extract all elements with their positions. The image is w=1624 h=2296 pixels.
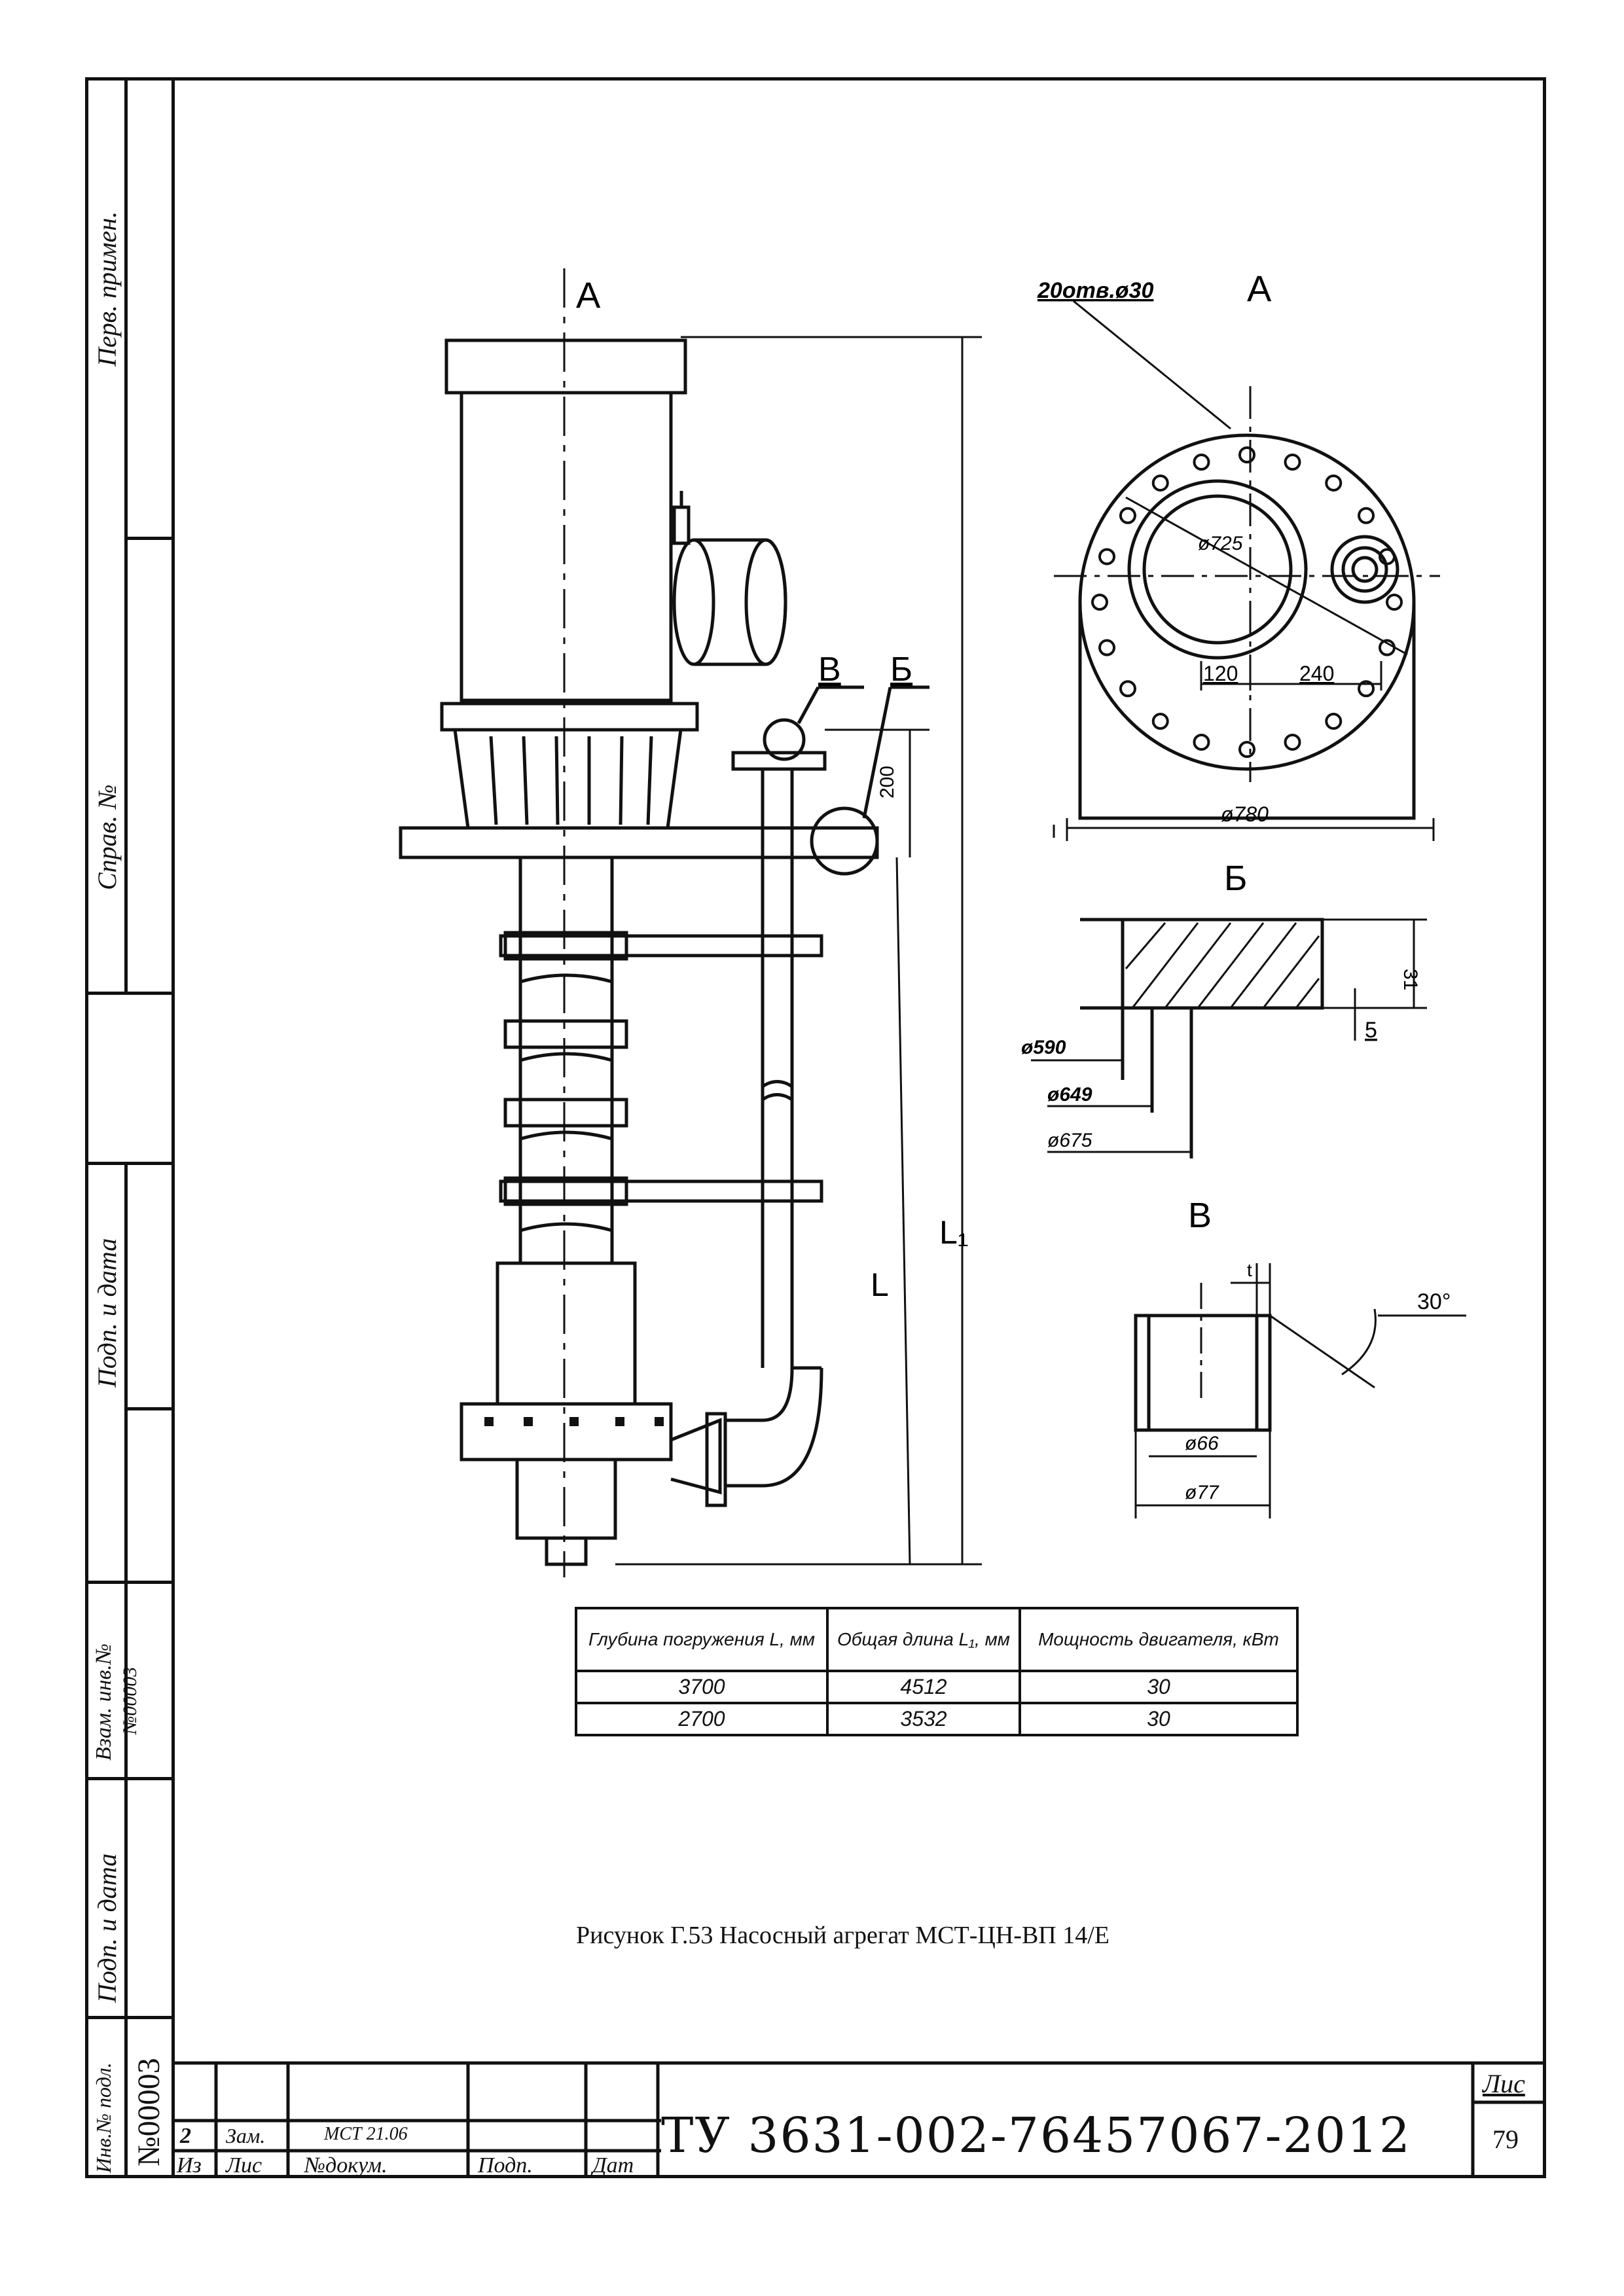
bolt-hole (1358, 507, 1375, 524)
dim-L1: L₁ (939, 1214, 969, 1251)
table-cell: 2700 (575, 1702, 829, 1736)
dia-725: ø725 (1198, 533, 1243, 554)
strip-divider-top (124, 77, 128, 994)
bolt-hole (1386, 594, 1403, 611)
dim-t: t (1247, 1260, 1252, 1280)
view-a-label-detail: A (1247, 268, 1272, 309)
angle-30: 30° (1417, 1289, 1451, 1314)
bolt-hole (1284, 454, 1301, 471)
bolt-hole (1378, 548, 1396, 565)
detail-v-label: В (1188, 1196, 1212, 1235)
bolt-hole (1098, 639, 1116, 656)
bolt-hole (1151, 474, 1169, 492)
bolt-hole (1119, 680, 1136, 698)
detail-b-label: Б (1224, 859, 1247, 898)
bolt-hole (1358, 680, 1375, 698)
table-cell: 30 (1019, 1702, 1299, 1736)
drawing-frame (171, 77, 1546, 2178)
strip-line (124, 537, 171, 540)
bolt-hole (1238, 741, 1255, 758)
table-cell: 30 (1019, 1670, 1299, 1704)
bolt-hole (1325, 713, 1343, 730)
dia-675: ø675 (1047, 1130, 1092, 1151)
flange-bolt-holes (1091, 446, 1403, 758)
strip-line (85, 1777, 171, 1780)
strip-break (85, 992, 171, 995)
header-length: Общая длина L₁, мм (826, 1607, 1021, 1672)
rev-doc: МСТ 21.06 (324, 2124, 408, 2144)
dia-77: ø77 (1185, 1482, 1219, 1503)
sheet-number: 79 (1492, 2125, 1519, 2154)
bolt-hole (1284, 733, 1301, 751)
table-cell: 3532 (826, 1702, 1021, 1736)
bolt-hole (1119, 507, 1136, 524)
header-depth: Глубина погружения L, мм (575, 1607, 829, 1672)
strip-line (85, 1581, 171, 1584)
table-header-row: Глубина погружения L, мм Общая длина L₁,… (575, 1607, 1299, 1672)
col-dat: Дат (592, 2153, 634, 2178)
callout-b: Б (890, 651, 912, 689)
dim-240: 240 (1299, 662, 1334, 685)
sheet-label: Лис (1483, 2069, 1525, 2098)
table-row: 2700 3532 30 (575, 1702, 1299, 1736)
bolt-hole (1193, 733, 1210, 751)
dia-649: ø649 (1047, 1084, 1092, 1105)
bolt-hole (1325, 474, 1343, 492)
col-lis: Лис (226, 2153, 262, 2178)
dim-L: L (871, 1266, 889, 1303)
table-cell: 4512 (826, 1670, 1021, 1704)
view-a-label-main: A (576, 274, 601, 315)
left-stamp-strip (85, 77, 171, 2178)
strip-line (85, 1162, 171, 1165)
figure-caption: Рисунок Г.53 Насосный агрегат МСТ-ЦН-ВП … (576, 1922, 1110, 1949)
col-podp: Подп. (478, 2153, 533, 2178)
callout-v: В (818, 651, 841, 689)
strip-line (85, 2016, 171, 2019)
bolt-hole (1151, 713, 1169, 730)
rev-type: Зам. (226, 2124, 266, 2147)
header-power: Мощность двигателя, кВт (1019, 1607, 1299, 1672)
dia-590: ø590 (1021, 1037, 1066, 1058)
spec-table: Глубина погружения L, мм Общая длина L₁,… (575, 1607, 1299, 1736)
strip-divider-bottom (124, 1162, 128, 2178)
table-cell: 3700 (575, 1670, 829, 1704)
document-code: ТУ 3631-002-76457067-2012 (661, 2108, 1411, 2164)
dim-31: 31 (1399, 969, 1421, 990)
bolt-hole (1378, 639, 1396, 656)
table-row: 3700 4512 30 (575, 1670, 1299, 1704)
dim-200: 200 (876, 766, 898, 798)
dim-120: 120 (1203, 662, 1238, 685)
bolt-hole (1238, 446, 1255, 463)
dia-780: ø780 (1221, 802, 1269, 826)
bolt-hole (1091, 594, 1108, 611)
bolt-hole (1098, 548, 1116, 565)
col-doc: №докум. (304, 2153, 388, 2178)
dim-5: 5 (1365, 1018, 1377, 1043)
rev-no: 2 (180, 2124, 191, 2148)
strip-line (124, 1407, 171, 1410)
dia-66: ø66 (1185, 1433, 1219, 1454)
holes-note: 20отв.ø30 (1037, 278, 1153, 303)
bolt-hole (1193, 454, 1210, 471)
col-iz: Из (177, 2153, 202, 2178)
